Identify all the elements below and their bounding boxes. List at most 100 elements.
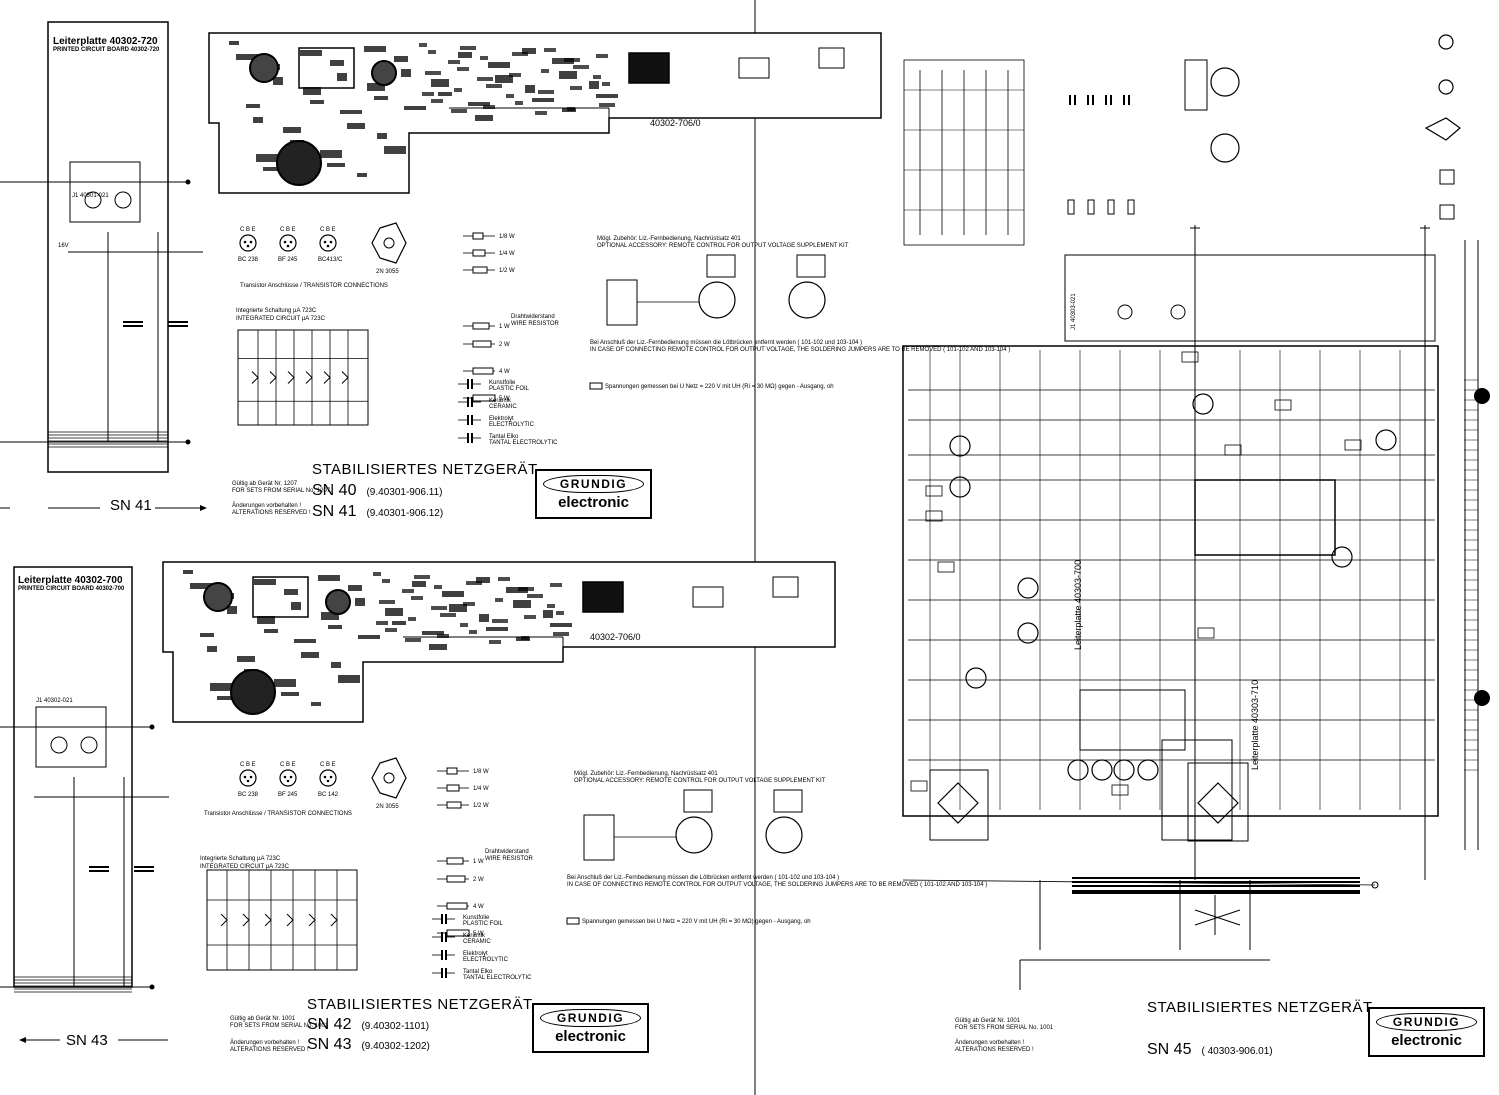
pcb-fuse xyxy=(692,586,724,608)
sn43-wire-resistor-en: WIRE RESISTOR xyxy=(485,856,534,862)
pin xyxy=(246,244,250,248)
pcb-part xyxy=(328,625,342,629)
title-sn41: STABILISIERTES NETZGERÄT xyxy=(312,461,538,478)
sn43-cap-type-en-2: ELECTROLYTIC xyxy=(463,957,509,963)
sn41-cap-type-1: Keramik xyxy=(489,398,512,404)
pcb-relay xyxy=(582,581,624,613)
remote-socket xyxy=(788,281,826,319)
meter-symbol xyxy=(1117,304,1133,320)
pcb-part xyxy=(479,614,489,622)
pcb-part xyxy=(274,679,296,687)
sn41-remote-note-en: IN CASE OF CONNECTING REMOTE CONTROL FOR… xyxy=(590,347,1010,353)
pcb-part xyxy=(257,616,275,624)
pcb-part xyxy=(237,656,255,662)
pin xyxy=(243,240,247,244)
pcb-part xyxy=(506,94,514,98)
grundig-logo-3: GRUNDIG electronic xyxy=(1368,1007,1485,1057)
pcb-part xyxy=(495,75,513,83)
sn45-jumper xyxy=(1184,59,1208,111)
model-sn40: SN 40(9.40301-906.11) xyxy=(312,482,443,499)
sn41-transistor-name-1: BF 245 xyxy=(278,257,298,263)
sn41-legend-item-4: 2 W xyxy=(499,342,510,348)
pcb-part xyxy=(589,81,599,89)
ic-title-en-sn41: INTEGRATED CIRCUIT µA 723C xyxy=(236,316,326,322)
sn41-cap-type-en-2: ELECTROLYTIC xyxy=(489,422,535,428)
pcb-part xyxy=(411,596,423,600)
transistor-symbol xyxy=(264,913,272,927)
pcb-socket xyxy=(818,47,845,69)
arrow xyxy=(200,505,207,511)
sn41-wire-resistor-en: WIRE RESISTOR xyxy=(511,321,560,327)
pcb-part xyxy=(229,41,239,45)
sn41-cap-type-en-0: PLASTIC FOIL xyxy=(489,386,530,392)
sn41-ic-frame xyxy=(237,329,369,426)
pcb-large-cap xyxy=(276,140,322,186)
remote-socket xyxy=(675,816,713,854)
pcb-part xyxy=(468,102,490,106)
pcb-part xyxy=(367,83,385,91)
transistor-symbol xyxy=(286,913,294,927)
pcb-part xyxy=(458,52,472,58)
sn45-power-transistor xyxy=(1424,117,1461,141)
pcb-part xyxy=(543,610,553,618)
pcb-part xyxy=(550,623,572,627)
pcb-part xyxy=(401,69,411,77)
solder-jumper xyxy=(706,254,736,278)
sn41-cap-type-en-1: CERAMIC xyxy=(489,404,517,410)
pin-labels: C B E xyxy=(280,227,296,233)
sn45-transistor xyxy=(949,435,971,457)
model-sn42: SN 42(9.40302-1101) xyxy=(307,1016,430,1033)
terminal xyxy=(185,439,191,445)
sn41-transistor-name-2: BC413/C xyxy=(318,257,343,263)
pcb-part xyxy=(438,92,452,96)
valid-note-sn45: Gültig ab Gerät Nr. 1001 FOR SETS FROM S… xyxy=(955,1018,1054,1031)
pin xyxy=(246,779,250,783)
pin xyxy=(383,772,395,784)
sn41-cap-type-en-3: TANTAL ELECTROLYTIC xyxy=(489,440,558,446)
sn41-legend-item-2: 1/2 W xyxy=(499,268,515,274)
legend-resistor xyxy=(446,902,468,910)
remote-pot xyxy=(583,814,615,861)
sn45-bridge-frame xyxy=(1187,762,1249,842)
pin xyxy=(243,775,247,779)
pcb-part xyxy=(404,106,426,110)
pcb-part xyxy=(460,623,468,627)
pcb-relay xyxy=(628,52,670,84)
pin xyxy=(323,775,327,779)
pcb-part xyxy=(535,111,547,115)
legend-resistor xyxy=(472,340,492,348)
pcb-part xyxy=(475,115,493,121)
pcb-part xyxy=(183,570,193,574)
pin xyxy=(286,779,290,783)
legend-resistor xyxy=(446,801,462,809)
pcb-part xyxy=(318,575,340,581)
pcb-part xyxy=(457,67,469,71)
sn43-transistor-name-0: BC 238 xyxy=(238,792,259,798)
solder-jumper xyxy=(683,789,713,813)
pcb-part xyxy=(337,73,347,81)
pcb-part xyxy=(301,652,319,658)
pcb-part xyxy=(300,50,322,56)
pcb-part xyxy=(364,46,386,52)
sn45-tag xyxy=(1181,351,1199,363)
legend-resistor xyxy=(472,322,490,330)
pcb-part xyxy=(379,600,395,604)
remote-socket xyxy=(698,281,736,319)
pcb-large-cap xyxy=(230,669,276,715)
sn43-remote-note: Bei Anschluß der Liz.-Fernbedienung müss… xyxy=(567,875,839,881)
pcb-part xyxy=(264,629,278,633)
legend-resistor xyxy=(472,249,486,257)
pcb-part xyxy=(483,105,495,109)
pcb-part xyxy=(434,585,442,589)
sn43-transistor-name-1: BF 245 xyxy=(278,792,298,798)
pcb-part xyxy=(392,621,406,625)
pcb-part xyxy=(559,71,577,79)
model-sn45: SN 45( 40303-906.01) xyxy=(1147,1041,1273,1058)
pin xyxy=(323,240,327,244)
sn45-pinout xyxy=(1210,133,1240,163)
title-sn43: STABILISIERTES NETZGERÄT xyxy=(307,996,533,1013)
pcb-part xyxy=(525,85,535,93)
pcb-part xyxy=(488,62,510,68)
sn43-legend-item-3: 1 W xyxy=(473,859,484,865)
pcb-part xyxy=(440,613,456,617)
